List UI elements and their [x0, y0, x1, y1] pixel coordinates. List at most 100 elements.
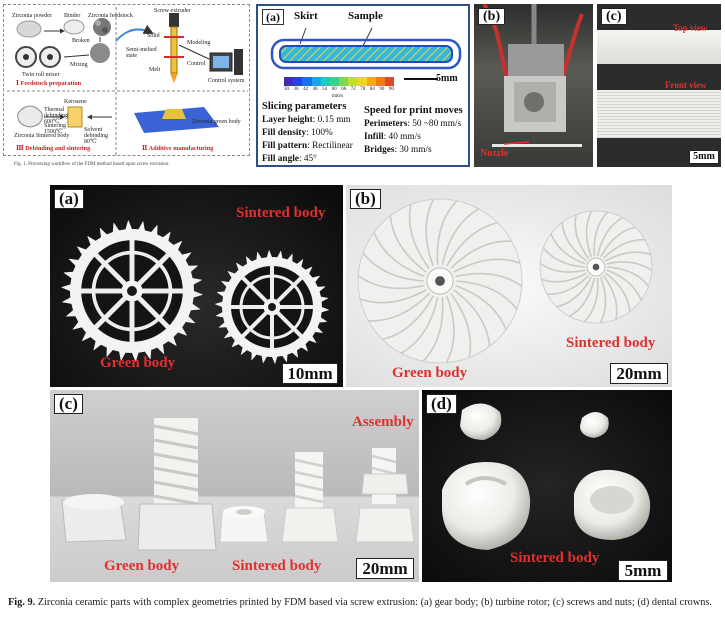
crowns-scale: 5mm — [618, 560, 668, 581]
panel-b-top-label: (b) — [478, 8, 506, 25]
row-value: : 45° — [298, 154, 317, 164]
colorbar-tick: 72 — [350, 87, 356, 92]
stage-2-title: Ⅱ Additive manufacturing — [142, 145, 214, 152]
label-semi-melted: Semi-melted state — [126, 47, 157, 59]
crowns-sintered-label: Sintered body — [510, 550, 600, 566]
label-control: Control — [187, 61, 206, 67]
label-twin-roll-mixer: Twin roll mixer — [22, 72, 60, 78]
stage-1-title: Ⅰ Feedstock preparation — [16, 80, 82, 87]
label-zirconia-feedstock: Zirconia feedstock — [88, 13, 133, 19]
colorbar-tick: 78 — [360, 87, 366, 92]
front-view-label: Front view — [665, 80, 707, 90]
row-value: : 40 mm/s — [383, 132, 421, 142]
colorbar-segment — [284, 77, 294, 86]
screws-green-label: Green body — [104, 558, 180, 574]
figure-number: Fig. 9. — [8, 597, 36, 608]
label-control-system: Control system — [208, 78, 245, 84]
printer-graphic — [474, 4, 593, 167]
colorbar-tick: 54 — [322, 87, 328, 92]
speed-row: Infill: 40 mm/s — [364, 132, 421, 142]
workflow-graphics — [7, 7, 248, 155]
colorbar-segment — [329, 77, 340, 86]
label-screw-extruder: Screw extruder — [154, 8, 191, 14]
label-sintering: Sintering 1500℃ — [44, 123, 66, 135]
colorbar-tick: 36 — [293, 87, 299, 92]
figure-caption-text: Zirconia ceramic parts with complex geom… — [35, 597, 712, 608]
colorbar-segment — [320, 77, 330, 86]
rotor-green-label: Green body — [392, 365, 468, 381]
row-value: : 50 ~80 mm/s — [407, 119, 462, 129]
gear-graphic — [61, 220, 329, 364]
label-zirconia-sintered-body: Zirconia Sintered body — [14, 133, 70, 139]
label-binder: Binder — [64, 13, 81, 19]
colorbar-segment — [375, 77, 385, 86]
colorbar-tick: 42 — [303, 87, 309, 92]
label-thermal-debinding: Thermal debinding 600℃ — [44, 107, 68, 125]
rotor-graphic — [357, 198, 653, 364]
nozzle-label: Nozzle — [480, 148, 509, 159]
rotor-sintered-label: Sintered body — [566, 335, 656, 351]
label-modeling: Modeling — [187, 40, 211, 46]
gear-green-label: Green body — [100, 355, 176, 371]
scale-bar-line — [404, 78, 438, 80]
rotor-shape — [539, 210, 653, 324]
front-view-sample — [597, 90, 721, 138]
printer-photo: (b) Nozzle — [474, 4, 593, 167]
colorbar-segment — [302, 77, 312, 86]
colorbar-segment — [339, 77, 349, 86]
top-view-sample — [597, 30, 721, 64]
label-zirconia-green-body: Zirconia green body — [192, 119, 241, 125]
colorbar-tick: 66 — [341, 87, 347, 92]
figure-caption: Fig. 9. Zirconia ceramic parts with comp… — [8, 596, 720, 610]
skirt-label: Skirt — [294, 10, 318, 22]
row-value: : 0.15 mm — [312, 115, 351, 125]
row-key: Infill — [364, 132, 384, 142]
rotor-panel-label: (b) — [350, 189, 381, 209]
rotor-scale: 20mm — [610, 363, 668, 384]
rotor-shape — [357, 198, 523, 364]
speed-title: Speed for print moves — [364, 105, 463, 116]
colorbar-tick: 84 — [369, 87, 375, 92]
row-key: Fill density — [262, 128, 307, 138]
speed-row: Perimeters: 50 ~80 mm/s — [364, 119, 462, 129]
label-melt: Melt — [149, 67, 161, 73]
row-value: : Rectilinear — [307, 141, 353, 151]
panel-c-top-label: (c) — [601, 8, 627, 25]
stage-3-title: Ⅲ Debinding and sintering — [16, 145, 91, 152]
screws-sintered-label: Sintered body — [232, 558, 322, 574]
gear-panel-label: (a) — [54, 189, 84, 209]
screws-photo: (c) Assembly Green body Sintered body 20… — [50, 390, 419, 582]
gear-shape — [61, 220, 203, 362]
workflow-caption: Fig. 1. Processing workflow of the FDM m… — [14, 162, 170, 167]
colorbar-segment — [366, 77, 376, 86]
param-row: Layer height: 0.15 mm — [262, 115, 351, 125]
param-row: Fill angle: 45° — [262, 154, 317, 164]
colorbar-tick: 48 — [312, 87, 318, 92]
slicing-scale-label: 5mm — [436, 73, 458, 84]
crowns-graphic — [442, 403, 651, 550]
slicing-panel-label: (a) — [262, 9, 284, 25]
colorbar-segment — [311, 77, 321, 86]
slicing-params-title: Slicing parameters — [262, 101, 347, 112]
top-view-label: Top view — [673, 23, 708, 33]
row-key: Bridges — [364, 145, 395, 155]
colorbar-segment — [384, 77, 395, 86]
gear-photo: (a) Sintered body Green body 10mm — [50, 185, 343, 387]
row-value: : 30 mm/s — [394, 145, 432, 155]
crowns-photo: (d) Sintered body 5mm — [422, 390, 672, 582]
label-solvent-debinding: Solvent debinding 80℃ — [84, 127, 108, 145]
sample-label: Sample — [348, 10, 383, 22]
gear-sintered-label: Sintered body — [236, 205, 326, 221]
colorbar-tick: 60 — [331, 87, 337, 92]
colorbar-tick: 30 — [284, 87, 289, 92]
screws-assembly-label: Assembly — [352, 414, 414, 430]
row-key: Perimeters — [364, 119, 408, 129]
row-key: Layer height — [262, 115, 313, 125]
param-row: Fill density: 100% — [262, 128, 333, 138]
speed-row: Bridges: 30 mm/s — [364, 145, 432, 155]
label-mixing: Mixing — [70, 62, 88, 68]
row-key: Fill angle — [262, 154, 299, 164]
gear-scale: 10mm — [282, 363, 338, 384]
